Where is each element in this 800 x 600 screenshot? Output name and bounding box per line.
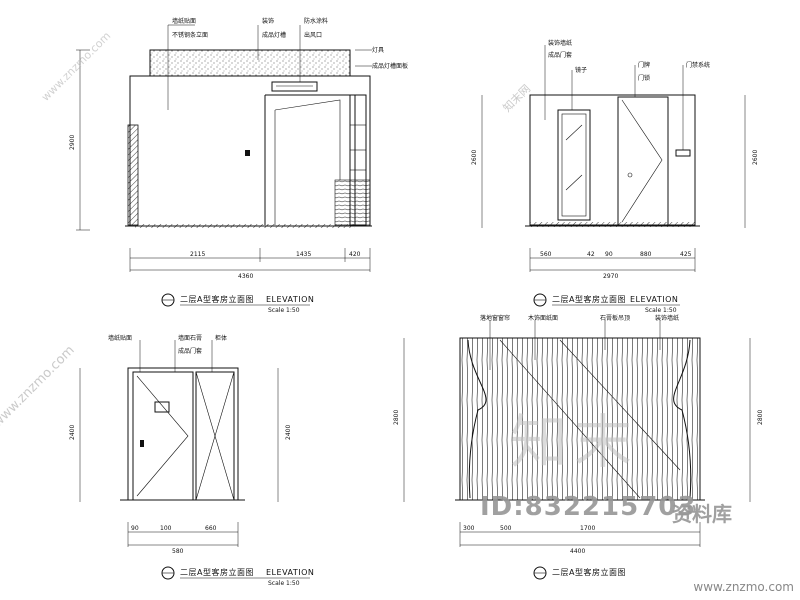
callout-5: 防水涂料 (304, 17, 328, 25)
wall-outline (529, 94, 696, 226)
panel-scale: Scale 1:50 (645, 307, 677, 314)
callout-1: 墙纸贴面 (172, 17, 196, 25)
door-sign-icon (154, 401, 170, 413)
dim-left: 2800 (393, 410, 400, 425)
callout-4: 门牌 (638, 61, 650, 69)
elevation-top-right: 装饰墙纸 成品门套 镜子 门牌 门锁 门禁系统 2600 2600 560 42… (471, 39, 759, 314)
dim-total: 4360 (238, 273, 253, 280)
dim-b2: 100 (160, 525, 172, 532)
dim-b1: 90 (131, 525, 139, 532)
elevation-bottom-right: 落地窗窗帘 木饰面纸面 石膏板吊顶 装饰墙纸 2800 2800 300 500… (393, 314, 764, 580)
panel-title-cn: 二层A型客房立面图 (552, 294, 626, 304)
dim-left: 2400 (69, 425, 76, 440)
curtain-wall (459, 337, 701, 501)
dim-b2: 500 (500, 525, 512, 532)
dim-left: 2900 (69, 135, 76, 150)
door-handle-icon (627, 172, 633, 178)
column-hatch (127, 124, 139, 226)
callout-8: 成品灯槽面板 (372, 62, 408, 70)
access-control-icon (675, 149, 691, 157)
panel-scale: Scale 1:50 (268, 307, 300, 314)
callout-4: 成品灯槽 (262, 31, 286, 39)
elevation-top-left: 墙纸贴面 不锈钢条立面 装饰 成品灯槽 防水涂料 出风口 灯具 成品灯槽面板 2… (69, 17, 408, 314)
curtain-left (467, 339, 487, 499)
door (132, 371, 194, 501)
dim-b3: 660 (205, 525, 217, 532)
panel-title-en: ELEVATION (266, 295, 314, 304)
callout-1: 墙纸贴面 (108, 334, 132, 342)
panel-title-en: ELEVATION (630, 295, 678, 304)
dim-total: 4400 (570, 548, 585, 555)
panel-scale: Scale 1:50 (268, 580, 300, 587)
dim-b1: 560 (540, 251, 552, 258)
panel-title-cn: 二层A型客房立面图 (180, 294, 254, 304)
callout-3: 成品门套 (178, 347, 202, 355)
door (617, 96, 669, 226)
dim-b3: 1700 (580, 525, 595, 532)
callout-7: 灯具 (372, 46, 384, 54)
callout-2: 墙面石膏 (178, 334, 202, 342)
mirror-panel (557, 109, 591, 221)
callout-2: 不锈钢条立面 (172, 31, 208, 39)
dim-right: 2400 (285, 425, 292, 440)
dim-total: 580 (172, 548, 184, 555)
callout-6: 出风口 (304, 31, 322, 39)
switch-icon (245, 150, 250, 156)
callout-3: 镜子 (575, 66, 587, 74)
dim-right: 2600 (752, 150, 759, 165)
callout-4: 柜体 (215, 334, 227, 342)
dim-b1: 2115 (190, 251, 205, 258)
panel-title-cn: 二层A型客房立面图 (180, 567, 254, 577)
wall-outline (127, 367, 239, 501)
door-handle-icon (140, 440, 144, 447)
callout-5: 门锁 (638, 74, 650, 82)
callout-2: 成品门套 (548, 51, 572, 59)
elevation-bottom-left: 墙纸贴面 墙面石膏 成品门套 柜体 2400 2400 90 100 660 5… (69, 334, 314, 587)
dim-b4: 880 (640, 251, 652, 258)
callout-2: 木饰面纸面 (528, 314, 558, 322)
callout-1: 装饰墙纸 (548, 39, 572, 47)
callout-6: 门禁系统 (686, 61, 710, 69)
dim-left: 2600 (471, 150, 478, 165)
dim-b5: 425 (680, 251, 692, 258)
callout-1: 落地窗窗帘 (480, 314, 510, 322)
panel-title-cn: 二层A型客房立面图 (552, 567, 626, 577)
callout-3: 石膏板吊顶 (600, 314, 630, 322)
callout-3: 装饰 (262, 17, 274, 25)
dim-total: 2970 (603, 273, 618, 280)
dim-right: 2800 (757, 410, 764, 425)
curtain-right (673, 339, 692, 499)
callout-4: 装饰墙纸 (655, 314, 679, 322)
dim-b2: 42 (587, 251, 595, 258)
air-vent (271, 81, 318, 92)
dim-b3: 420 (349, 251, 361, 258)
dim-b3: 90 (605, 251, 613, 258)
dim-b1: 300 (463, 525, 475, 532)
panel-title-en: ELEVATION (266, 568, 314, 577)
dim-b2: 1435 (296, 251, 311, 258)
